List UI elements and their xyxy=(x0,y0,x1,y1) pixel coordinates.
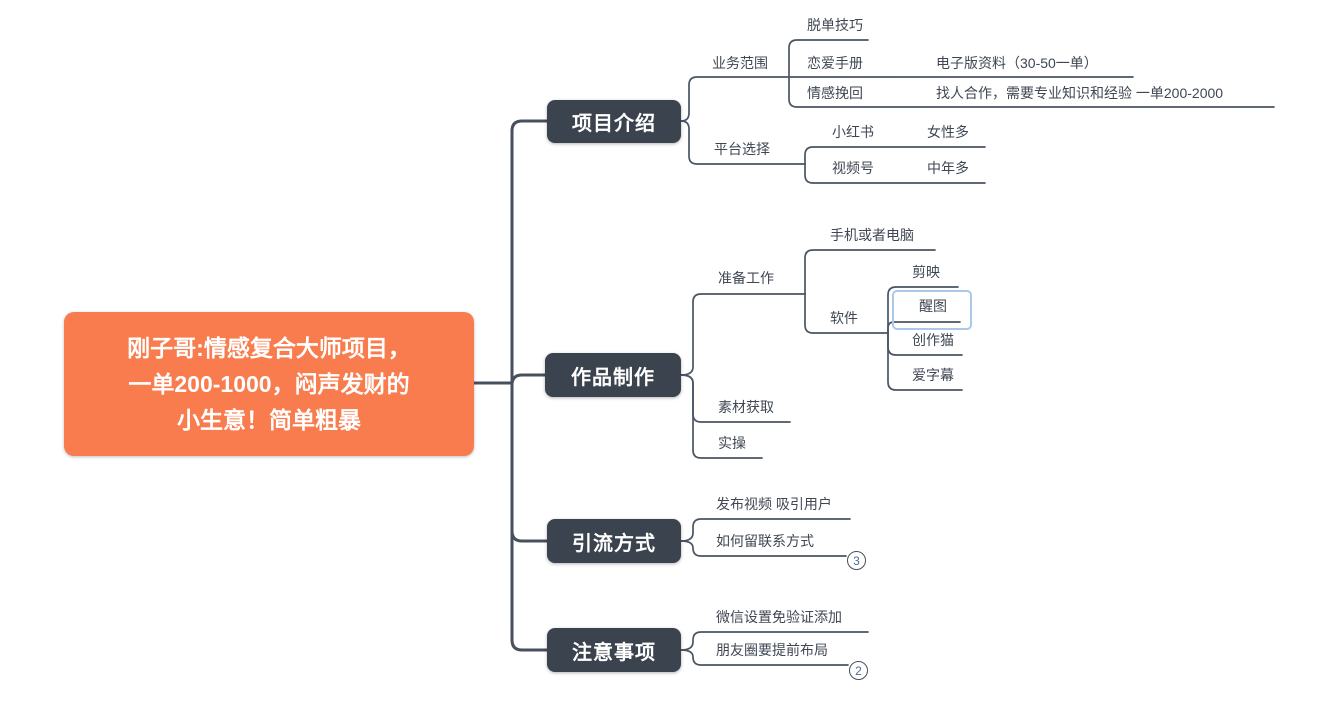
node-chuangzuomao[interactable]: 创作猫 xyxy=(912,332,954,348)
collapsed-count-badge[interactable]: 3 xyxy=(847,551,866,570)
node-device[interactable]: 手机或者电脑 xyxy=(830,227,914,243)
collapsed-count-value: 3 xyxy=(853,553,860,568)
node-platform-choice[interactable]: 平台选择 xyxy=(714,141,770,157)
collapsed-count-badge[interactable]: 2 xyxy=(849,661,868,680)
node-software[interactable]: 软件 xyxy=(830,310,858,326)
node-emotion-recovery[interactable]: 情感挽回 xyxy=(807,85,863,101)
root-topic-line: 小生意！简单粗暴 xyxy=(177,407,361,433)
root-topic-line: 刚子哥:情感复合大师项目， xyxy=(127,335,411,361)
node-publish-video[interactable]: 发布视频 吸引用户 xyxy=(716,496,832,512)
branch-production[interactable]: 作品制作 xyxy=(545,353,681,397)
node-love-manual-note[interactable]: 电子版资料（30-50一单） xyxy=(936,55,1098,71)
node-contact-method[interactable]: 如何留联系方式 xyxy=(716,533,814,549)
node-shipinhao[interactable]: 视频号 xyxy=(832,160,874,176)
node-practice[interactable]: 实操 xyxy=(718,435,746,451)
node-xiaohongshu-note[interactable]: 女性多 xyxy=(927,124,969,140)
branch-project-intro[interactable]: 项目介绍 xyxy=(547,100,681,143)
node-aizimu[interactable]: 爱字幕 xyxy=(912,367,954,383)
node-love-manual[interactable]: 恋爱手册 xyxy=(807,55,863,71)
node-xiaohongshu[interactable]: 小红书 xyxy=(832,124,874,140)
node-dating-skills[interactable]: 脱单技巧 xyxy=(807,17,863,33)
root-topic[interactable]: 刚子哥:情感复合大师项目， 一单200-1000，闷声发财的 小生意！简单粗暴 xyxy=(64,312,474,456)
node-moments-layout[interactable]: 朋友圈要提前布局 xyxy=(716,642,828,658)
selection-box xyxy=(892,290,972,330)
branch-traffic[interactable]: 引流方式 xyxy=(547,519,681,563)
node-emotion-recovery-note[interactable]: 找人合作，需要专业知识和经验 一单200-2000 xyxy=(936,85,1224,101)
root-topic-line: 一单200-1000，闷声发财的 xyxy=(128,371,410,397)
node-preparation[interactable]: 准备工作 xyxy=(718,270,774,286)
node-jianying[interactable]: 剪映 xyxy=(912,264,940,280)
node-xingtu-selected[interactable]: 醒图 xyxy=(919,298,947,314)
collapsed-count-value: 2 xyxy=(855,663,862,678)
branch-notes[interactable]: 注意事项 xyxy=(547,628,681,672)
node-shipinhao-note[interactable]: 中年多 xyxy=(927,160,969,176)
node-wechat-no-verify[interactable]: 微信设置免验证添加 xyxy=(716,609,842,625)
node-material[interactable]: 素材获取 xyxy=(718,399,774,415)
node-business-scope[interactable]: 业务范围 xyxy=(712,55,768,71)
